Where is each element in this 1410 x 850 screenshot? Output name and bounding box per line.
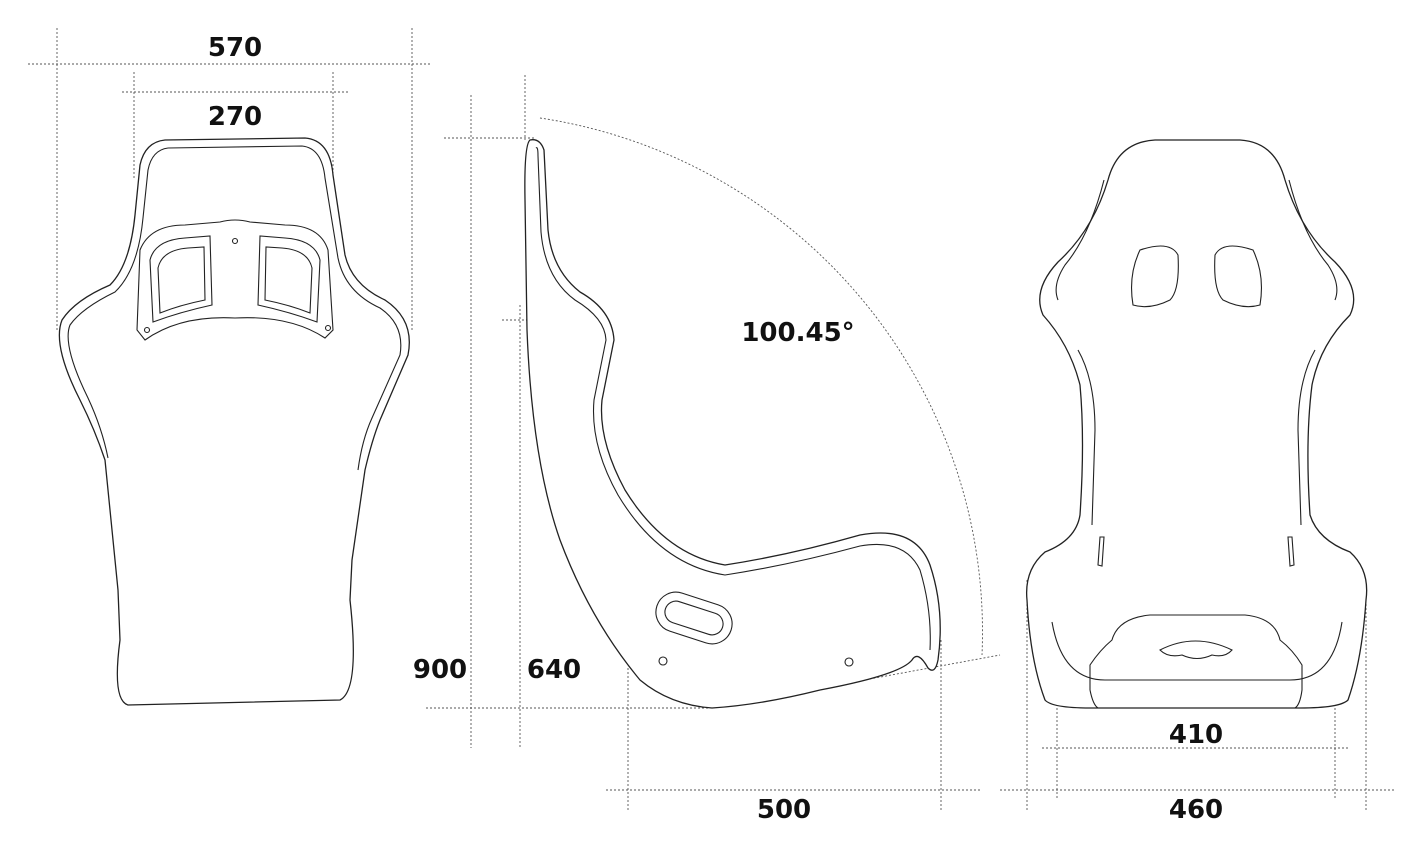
- seat-back-inner-edge: [67, 147, 169, 459]
- seat-side-outline: [524, 139, 941, 709]
- seat-back-inner-edge: [167, 145, 402, 471]
- harness-plate: [136, 219, 334, 341]
- harness-slot-left-inner: [157, 246, 206, 314]
- back-view: 570 270: [28, 28, 432, 706]
- bolster-line: [1077, 349, 1096, 526]
- dim-label-270: 270: [208, 102, 262, 132]
- bolt-hole: [324, 324, 332, 332]
- bolt-hole: [231, 237, 239, 245]
- seat-front-outline: [1025, 139, 1368, 709]
- bolster-line: [1297, 349, 1316, 526]
- harness-slot-right-inner: [264, 246, 313, 314]
- dim-label-570: 570: [208, 33, 262, 63]
- harness-slot-left: [149, 235, 213, 323]
- seat-back-outline: [58, 137, 410, 706]
- bolster-line: [1288, 179, 1338, 301]
- front-view: 410 460: [1000, 139, 1395, 825]
- mount-hole: [844, 657, 854, 667]
- angle-label: 100.45°: [741, 318, 854, 348]
- side-slot: [1097, 536, 1105, 567]
- anti-sub-slot: [1159, 640, 1233, 660]
- bolster-line: [1055, 179, 1105, 301]
- harness-slot-left: [1131, 245, 1179, 308]
- bolt-hole: [143, 326, 151, 334]
- seat-cushion-edge: [1051, 621, 1343, 681]
- dim-label-410: 410: [1169, 720, 1223, 750]
- side-slot: [1287, 536, 1295, 567]
- side-view: 900 640 100.45° 500: [413, 75, 1001, 825]
- belt-slot-inner: [664, 600, 724, 636]
- seat-base-pan: [1089, 614, 1303, 709]
- harness-slot-right: [1214, 245, 1262, 308]
- angle-arc: [539, 117, 983, 656]
- harness-slot-right: [257, 235, 321, 323]
- dim-label-640: 640: [527, 655, 581, 685]
- dim-label-500: 500: [757, 795, 811, 825]
- dim-label-460: 460: [1169, 795, 1223, 825]
- dim-label-900: 900: [413, 655, 467, 685]
- seat-side-inner-edge: [535, 147, 931, 651]
- mount-hole: [658, 656, 668, 666]
- belt-slot: [655, 591, 733, 645]
